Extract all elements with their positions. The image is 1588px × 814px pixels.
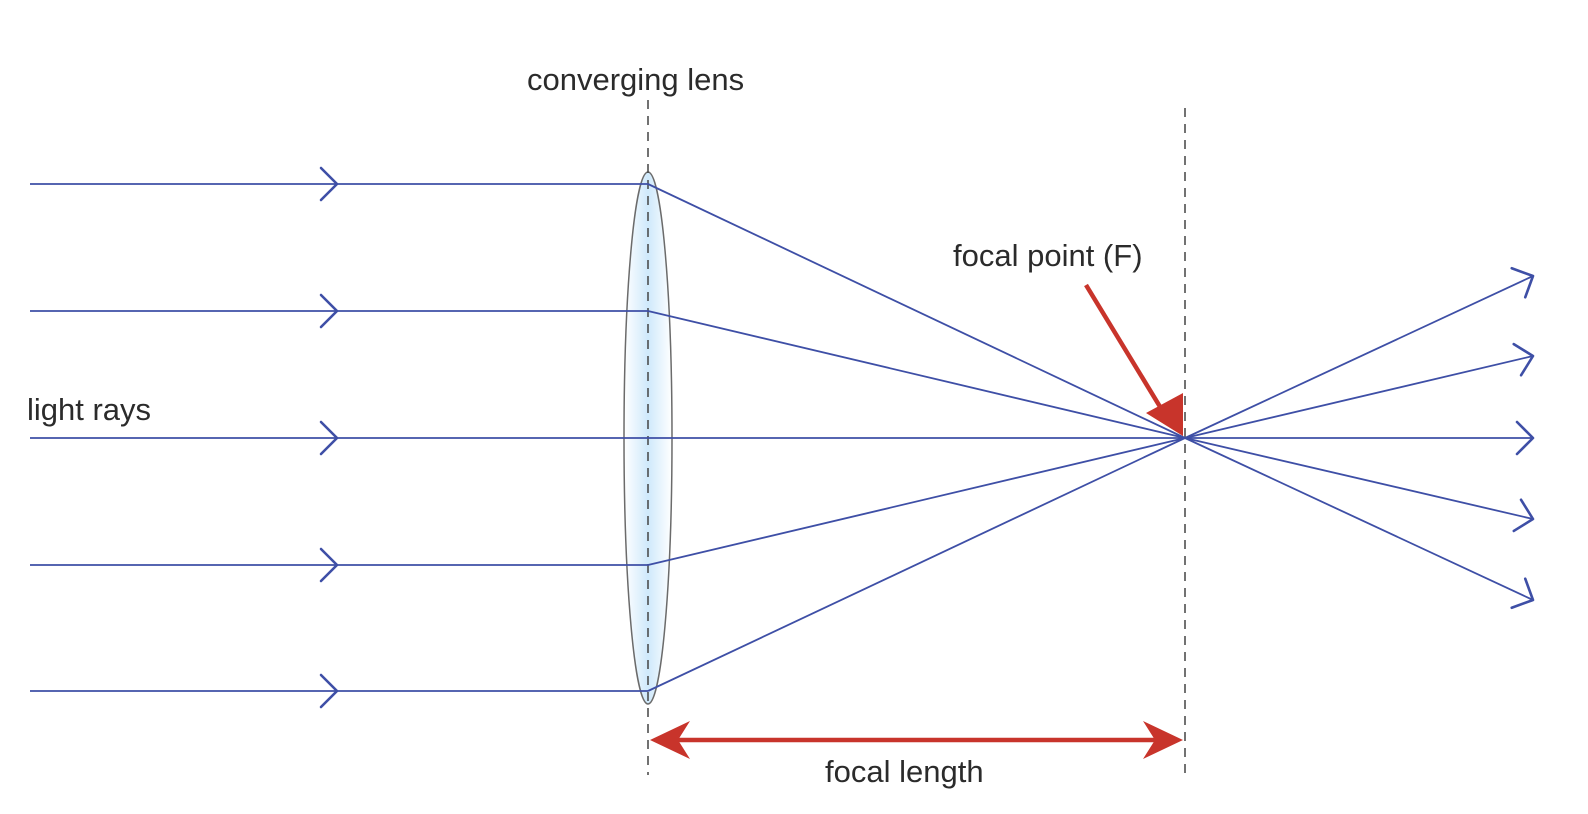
chevron-right-icon [319,420,339,456]
diverging-ray [1184,437,1534,601]
chevron-right-icon [1512,342,1535,377]
refracted-ray [647,437,1186,692]
lens-label: converging lens [527,62,744,97]
chevron-right-icon [1515,420,1535,456]
diverging-ray [1184,275,1534,439]
chevron-right-icon [319,166,339,202]
focal-point-pointer [1084,283,1183,436]
diverging-ray [1184,355,1534,439]
diverging-ray [1184,437,1534,520]
chevron-right-icon [1512,498,1535,533]
focal-point-label: focal point (F) [953,238,1143,273]
arrow-down-right-icon [1146,393,1183,436]
focal-length-measure [650,721,1183,759]
focal-pointer-shaft [1084,283,1164,412]
refracted-ray [647,183,1186,439]
chevron-right-icon [319,293,339,329]
chevron-right-icon [1510,266,1535,299]
refracted-ray [647,310,1186,439]
chevron-right-icon [319,673,339,709]
light-rays-label: light rays [27,392,151,427]
focal-length-label: focal length [825,754,984,789]
chevron-right-icon [319,547,339,583]
chevron-right-icon [1510,577,1535,610]
light-rays-group [30,166,1535,709]
refracted-ray [647,437,1186,566]
double-headed-arrow-icon [1143,721,1183,759]
double-headed-arrow-icon [650,721,690,759]
